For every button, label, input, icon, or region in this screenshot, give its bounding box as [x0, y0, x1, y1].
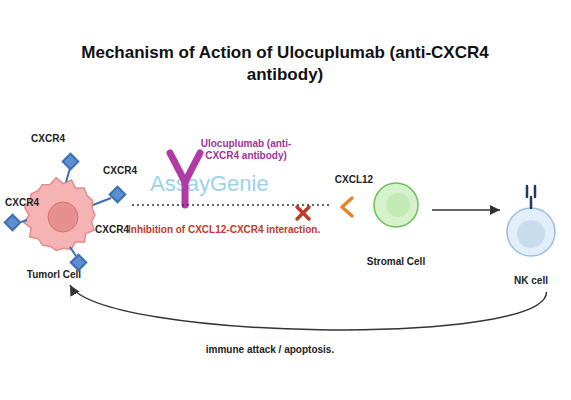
node-label: Stromal Cell: [356, 256, 436, 268]
tumor-cell-body: [24, 178, 95, 251]
nk-cell-body: [507, 208, 555, 256]
node-label: Tumorl Cell: [8, 269, 100, 281]
cross-stroke: [297, 207, 309, 219]
receptor-stem: [530, 197, 533, 208]
ligand: CXCL12: [330, 172, 378, 218]
arrow-connector: [70, 285, 547, 330]
receptor-stem: [66, 168, 70, 182]
receptor-label: CXCR4: [2, 197, 42, 209]
nk-cell: NK cell: [500, 182, 562, 292]
receptor-bar: [526, 186, 529, 197]
receptor-diamond: [110, 187, 126, 203]
cross-stroke: [297, 207, 309, 219]
node-label: Ulocuplumab (anti-CXCR4 antibody): [196, 138, 296, 162]
ligand-symbol: [342, 198, 352, 216]
receptor-bar: [534, 186, 537, 197]
watermark: AssayGenie: [150, 171, 310, 197]
annotation-text: Inhibition of CXCL12-CXCR4 interaction.: [128, 224, 368, 236]
stromal-cell: Stromal Cell: [360, 180, 432, 270]
edge-label: immune attack / apoptosis.: [160, 344, 380, 356]
stromal-nucleus: [386, 193, 410, 217]
receptor-stem: [70, 247, 76, 256]
receptor-label: CXCR4: [100, 165, 140, 177]
stromal-cell-body: [374, 183, 418, 227]
node-label: CXCL12: [326, 174, 382, 186]
tumor-nucleus: [48, 202, 78, 232]
diagram-title: Mechanism of Action of Ulocuplumab (anti…: [55, 42, 515, 86]
receptor-diamond: [63, 154, 79, 170]
blocked-mark: [297, 207, 309, 219]
nk-receptor: [527, 186, 535, 208]
receptor-label: CXCR4: [28, 133, 68, 145]
dotted-connector: [132, 204, 330, 205]
nk-nucleus: [517, 220, 545, 248]
receptor-diamond: [5, 215, 21, 231]
receptor-diamond: [71, 255, 87, 271]
antibody: Ulocuplumab (anti-CXCR4 antibody): [158, 136, 293, 211]
receptor-stem: [93, 198, 111, 205]
node-label: NK cell: [496, 275, 566, 287]
receptor-label: CXCR4: [92, 224, 132, 236]
arrow-connector: [432, 209, 500, 211]
